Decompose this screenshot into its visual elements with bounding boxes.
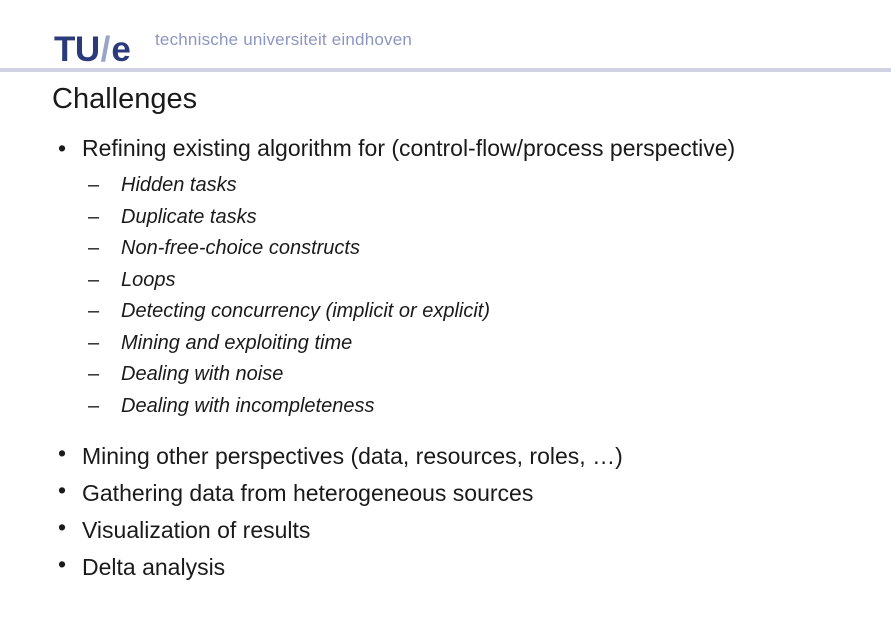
list-item-label: Mining and exploiting time: [121, 331, 353, 354]
list-item: – Dealing with incompleteness: [88, 391, 852, 423]
list-item: • Delta analysis: [52, 549, 852, 586]
logo-tagline: technische universiteit eindhoven: [155, 30, 413, 49]
tue-logo: TU / e: [54, 30, 131, 69]
list-item-label: Mining other perspectives (data, resourc…: [82, 443, 623, 469]
list-item: – Dealing with noise: [88, 359, 852, 391]
logo-text-e: e: [111, 30, 131, 69]
bullet-icon: •: [58, 477, 67, 503]
dash-icon: –: [88, 394, 100, 417]
dash-icon: –: [88, 331, 100, 354]
dash-icon: –: [88, 300, 100, 322]
dash-icon: –: [88, 237, 100, 259]
bullet-icon: •: [58, 440, 67, 466]
logo-slash-icon: /: [100, 30, 111, 69]
slide-header: TU / e technische universiteit eindhoven: [0, 0, 891, 68]
list-item: • Refining existing algorithm for (contr…: [52, 133, 852, 163]
list-item-label: Duplicate tasks: [121, 205, 257, 228]
bullet-icon: •: [58, 135, 67, 161]
list-item-label: Dealing with incompleteness: [121, 394, 375, 417]
sub-list: – Hidden tasks – Duplicate tasks – Non-f…: [52, 170, 852, 422]
slide-body-background: [0, 72, 891, 630]
list-item-label: Dealing with noise: [121, 363, 284, 385]
list-item: • Gathering data from heterogeneous sour…: [52, 475, 852, 512]
list-item-label: Refining existing algorithm for (control…: [82, 135, 736, 161]
list-item: – Non-free-choice constructs: [88, 233, 852, 265]
list-item-label: Loops: [121, 268, 176, 291]
slide-content: • Refining existing algorithm for (contr…: [52, 133, 852, 586]
dash-icon: –: [88, 174, 100, 196]
bottom-list: • Mining other perspectives (data, resou…: [52, 438, 852, 586]
list-item-label: Detecting concurrency (implicit or expli…: [121, 300, 491, 322]
bullet-icon: •: [58, 551, 67, 577]
list-item-label: Gathering data from heterogeneous source…: [82, 480, 534, 506]
list-item: • Visualization of results: [52, 512, 852, 549]
list-item: – Mining and exploiting time: [88, 328, 852, 360]
list-item: – Hidden tasks: [88, 170, 852, 202]
list-item-label: Hidden tasks: [121, 174, 237, 196]
list-item: – Loops: [88, 265, 852, 297]
list-item-label: Delta analysis: [82, 554, 226, 580]
logo-text-tu: TU: [54, 30, 100, 69]
list-item-label: Visualization of results: [82, 517, 311, 543]
list-item: – Detecting concurrency (implicit or exp…: [88, 296, 852, 328]
header-divider: [0, 68, 891, 72]
list-item-label: Non-free-choice constructs: [121, 237, 360, 259]
dash-icon: –: [88, 363, 100, 385]
list-item: – Duplicate tasks: [88, 202, 852, 234]
list-item: • Mining other perspectives (data, resou…: [52, 438, 852, 475]
dash-icon: –: [88, 205, 100, 228]
dash-icon: –: [88, 268, 100, 291]
bullet-icon: •: [58, 514, 67, 540]
page-title: Challenges: [52, 83, 198, 115]
